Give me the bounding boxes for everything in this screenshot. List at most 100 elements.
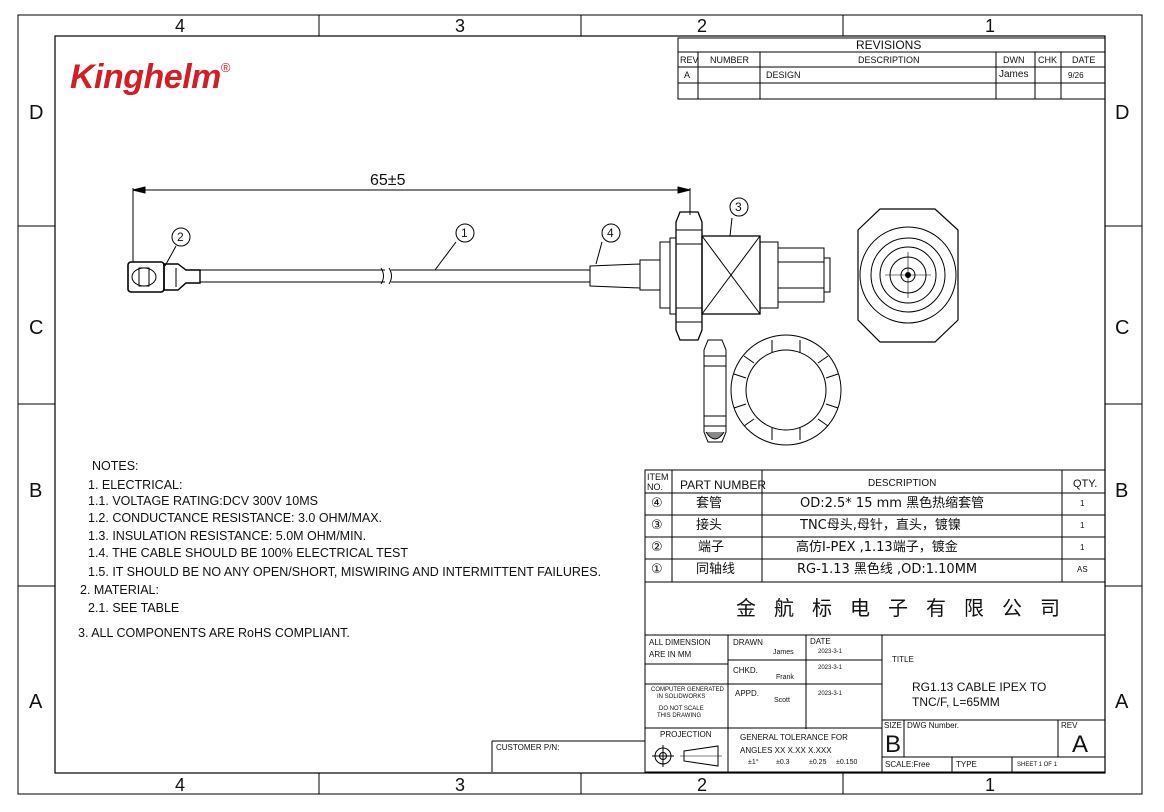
customer-pn-label: CUSTOMER P/N: xyxy=(496,743,560,752)
logo-text: Kinghelm xyxy=(70,58,221,96)
bom-row-4-description: OD:2.5* 15 mm 黑色热缩套管 xyxy=(800,496,985,511)
tolerance-xxxx: ±0.150 xyxy=(836,759,858,766)
balloon-4: 4 xyxy=(607,226,614,240)
computer-generated-line1: COMPUTER GENERATED xyxy=(651,687,724,693)
rev-row-dwn: James xyxy=(999,69,1029,80)
outer-border xyxy=(17,14,1143,795)
balloon-3: 3 xyxy=(735,200,742,214)
bom-row-3-part: 接头 xyxy=(696,518,723,533)
bom-header-qty: QTY. xyxy=(1073,478,1098,490)
note-2-1: 2.1. SEE TABLE xyxy=(88,601,180,615)
zone-left-d: D xyxy=(29,102,44,124)
zone-left-a: A xyxy=(29,691,43,713)
chkd-label: CHKD. xyxy=(733,666,758,675)
rev-header-description: DESCRIPTION xyxy=(858,55,920,65)
do-not-scale-line2: THIS DRAWING xyxy=(657,713,702,719)
bom-table-lines xyxy=(644,469,1106,583)
company-name: 金航标电子有限公司 xyxy=(736,596,1078,620)
drawn-name: James xyxy=(773,649,794,656)
bom-row-2-description: 高仿I-PEX ,1.13端子，镀金 xyxy=(796,540,958,555)
tolerance-xxx: ±0.25 xyxy=(809,759,827,766)
drawn-date: 2023-3-1 xyxy=(818,649,843,655)
chkd-name: Frank xyxy=(776,674,794,681)
title-label: TITLE xyxy=(892,655,914,664)
bom-row-4-part: 套管 xyxy=(696,496,723,511)
date-label: DATE xyxy=(810,637,831,646)
rev-header-date: DATE xyxy=(1072,55,1096,65)
revisions-table-lines xyxy=(677,37,1106,100)
all-dimension-line2: ARE IN MM xyxy=(649,650,692,659)
zone-bottom-4: 4 xyxy=(175,775,186,795)
note-1-5: 1.5. IT SHOULD BE NO ANY OPEN/SHORT, MIS… xyxy=(88,565,602,579)
rev-row-rev: A xyxy=(684,70,691,80)
cable-assembly-drawing xyxy=(127,186,959,446)
note-1-1: 1.1. VOLTAGE RATING:DCV 300V 10MS xyxy=(88,494,318,508)
note-3: 3. ALL COMPONENTS ARE RoHS COMPLIANT. xyxy=(78,626,350,640)
sheet-label: SHEET 1 OF 1 xyxy=(1017,762,1057,768)
bom-row-3-item: ③ xyxy=(651,518,663,533)
zone-top-2: 2 xyxy=(697,16,708,36)
note-1-2: 1.2. CONDUCTANCE RESISTANCE: 3.0 OHM/MAX… xyxy=(88,511,383,525)
tolerance-xx: ±0.3 xyxy=(776,759,790,766)
zone-right-d: D xyxy=(1115,102,1130,124)
rev-row-date: 9/26 xyxy=(1068,71,1084,80)
type-label: TYPE xyxy=(956,760,977,769)
bom-row-1-description: RG-1.13 黑色线 ,OD:1.10MM xyxy=(797,562,978,577)
bom-header-item: ITEM xyxy=(647,472,669,482)
size-value: B xyxy=(885,731,902,758)
zone-left-c: C xyxy=(29,317,44,339)
chkd-date: 2023-3-1 xyxy=(818,665,843,671)
tolerance-columns: ANGLES XX X.XX X.XXX xyxy=(740,746,832,755)
bom-header-description: DESCRIPTION xyxy=(868,478,937,489)
do-not-scale-line1: DO NOT SCALE xyxy=(659,706,704,712)
note-1-4: 1.4. THE CABLE SHOULD BE 100% ELECTRICAL… xyxy=(88,546,409,560)
note-1-3: 1.3. INSULATION RESISTANCE: 5.0M OHM/MIN… xyxy=(88,529,367,543)
bom-row-1-qty: AS xyxy=(1077,565,1088,574)
rev-header-rev: REV xyxy=(680,55,699,65)
zone-top-4: 4 xyxy=(175,16,186,36)
zone-top-1: 1 xyxy=(985,16,996,36)
length-dimension: 65±5 xyxy=(370,172,406,189)
all-dimension-line1: ALL DIMENSION xyxy=(649,638,711,647)
zone-bottom-3: 3 xyxy=(455,775,466,795)
computer-generated-line2: IN SOLIDWORKS xyxy=(657,694,706,700)
balloon-2: 2 xyxy=(177,230,184,244)
balloon-1: 1 xyxy=(461,226,468,240)
note-1: 1. ELECTRICAL: xyxy=(88,478,183,492)
zone-bottom-1: 1 xyxy=(985,775,996,795)
bom-row-1-item: ① xyxy=(651,562,663,577)
bom-row-4-item: ④ xyxy=(651,496,663,511)
notes-title: NOTES: xyxy=(92,459,139,473)
bom-header-part-number: PART NUMBER xyxy=(680,478,767,492)
title-block-lines xyxy=(491,581,1106,773)
dwg-number-label: DWG Number. xyxy=(907,721,960,730)
inner-border xyxy=(54,35,1106,774)
scale-label: SCALE:Free xyxy=(885,760,930,769)
rev-label: REV xyxy=(1061,721,1078,730)
rev-row-description: DESIGN xyxy=(766,70,801,80)
tolerance-angle: ±1° xyxy=(748,759,759,766)
size-label: SIZE xyxy=(884,721,902,730)
bom-row-2-qty: 1 xyxy=(1080,543,1085,552)
bom-row-2-item: ② xyxy=(651,540,663,555)
bom-row-3-description: TNC母头,母针，直头，镀镍 xyxy=(800,518,961,533)
tolerance-title: GENERAL TOLERANCE FOR xyxy=(740,733,848,742)
zone-top-3: 3 xyxy=(455,16,466,36)
zone-right-c: C xyxy=(1115,317,1130,339)
bom-row-1-part: 同轴线 xyxy=(696,562,736,577)
bom-row-3-qty: 1 xyxy=(1080,521,1085,530)
bom-row-2-part: 端子 xyxy=(698,540,725,555)
bom-row-4-qty: 1 xyxy=(1080,499,1085,508)
rev-header-chk: CHK xyxy=(1038,55,1058,65)
zone-left-b: B xyxy=(29,480,43,502)
registered-mark: ® xyxy=(220,60,231,75)
drawing-title-line1: RG1.13 CABLE IPEX TO xyxy=(912,680,1047,694)
appd-label: APPD. xyxy=(735,689,760,698)
drawing-title-line2: TNC/F, L=65MM xyxy=(912,695,1000,709)
drawn-label: DRAWN xyxy=(733,638,763,647)
bom-header-no: NO. xyxy=(647,482,664,492)
zone-bottom-2: 2 xyxy=(697,775,708,795)
revisions-title: REVISIONS xyxy=(856,38,922,52)
appd-name: Scott xyxy=(774,697,790,704)
